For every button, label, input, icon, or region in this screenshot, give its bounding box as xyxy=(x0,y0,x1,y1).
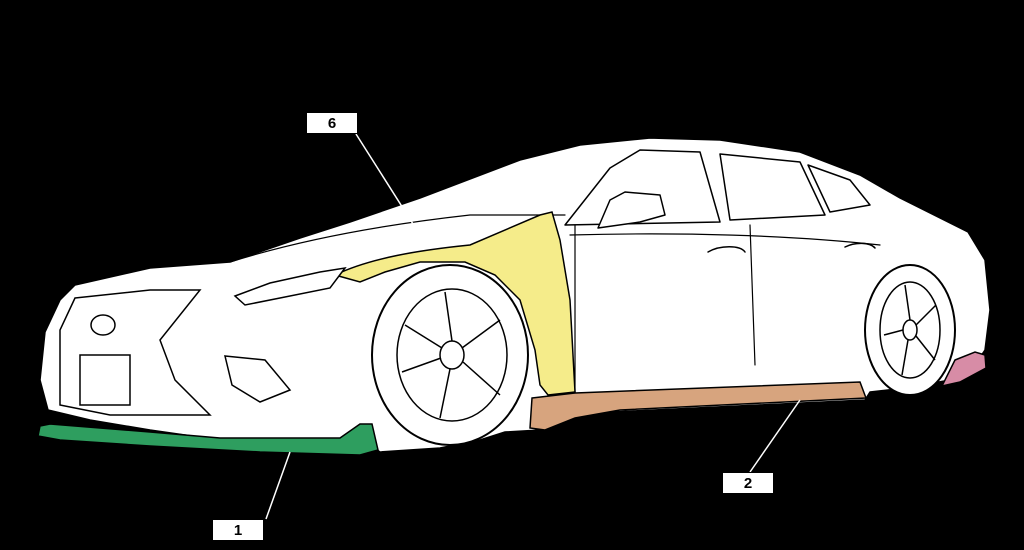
front-wheel xyxy=(371,264,529,446)
door-handle-rear xyxy=(844,242,876,249)
character-line xyxy=(569,233,881,246)
leader-line-2 xyxy=(749,399,801,473)
rear-diffuser-part xyxy=(940,351,987,388)
front-fender-part xyxy=(332,211,576,396)
hood-line xyxy=(229,214,566,263)
window-rear-door xyxy=(719,153,826,221)
window-quarter xyxy=(807,164,871,213)
door-handle-front xyxy=(707,246,746,253)
rear-wheel xyxy=(864,264,956,396)
front-spoiler-part xyxy=(37,423,379,456)
callout-label-6: 6 xyxy=(306,112,358,134)
leader-line-6 xyxy=(355,133,421,236)
window-front-door xyxy=(564,149,721,226)
license-plate xyxy=(79,354,131,406)
headlight xyxy=(233,266,347,306)
side-skirt-part xyxy=(529,381,868,431)
side-mirror xyxy=(597,191,666,229)
callout-label-1: 1 xyxy=(212,519,264,541)
fog-light-vent xyxy=(224,355,292,403)
callout-label-2: 2 xyxy=(722,472,774,494)
lexus-emblem-icon xyxy=(90,314,116,336)
leader-line-1 xyxy=(265,451,291,520)
door-seam-rear xyxy=(749,224,756,366)
